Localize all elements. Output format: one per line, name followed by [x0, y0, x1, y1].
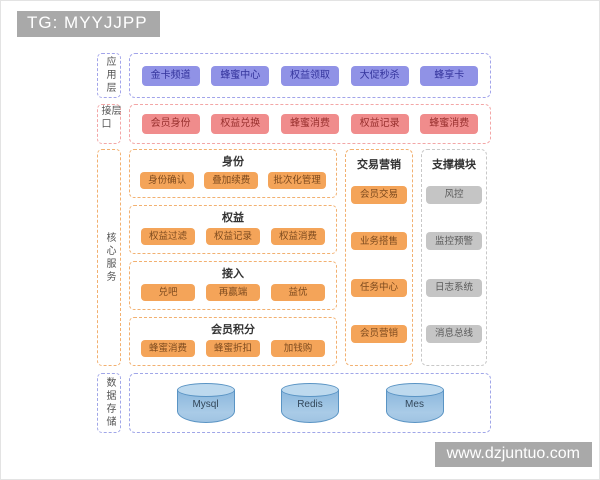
trade-item: 任务中心 [351, 278, 407, 297]
group-boxes: 身份确认 叠加续费 批次化管理 [130, 172, 336, 190]
interface-item: 会员身份 [141, 114, 200, 134]
layer-label-interface: 接口层 [97, 104, 121, 144]
core-item: 蜂蜜折扣 [206, 340, 260, 358]
group-title: 权益 [222, 211, 244, 224]
support-column: 支撑模块 风控 监控预警 日志系统 消息总线 [421, 149, 487, 366]
database-cylinder-redis: Redis [281, 383, 339, 423]
app-item: 蜂享卡 [420, 65, 479, 86]
app-layer-container: 金卡频道 蜂蜜中心 权益领取 大促秒杀 蜂享卡 [129, 53, 491, 98]
watermark-top: TG: MYYJJPP [17, 11, 160, 37]
core-item: 益优 [271, 284, 325, 302]
layer-core: 核心服务 身份 身份确认 叠加续费 批次化管理 权益 权益过滤 权益记录 权益消… [97, 149, 491, 366]
interface-item: 权益兑换 [211, 114, 270, 134]
core-item: 权益消费 [271, 228, 325, 246]
trade-column-title: 交易营销 [357, 159, 401, 171]
group-title: 会员积分 [211, 323, 255, 336]
support-item: 消息总线 [426, 324, 482, 343]
layer-label-storage-text: 数据存储 [104, 377, 115, 429]
core-item: 身份确认 [140, 172, 195, 190]
layer-interface: 接口层 会员身份 权益兑换 蜂蜜消费 权益记录 蜂蜜消费 [97, 104, 491, 144]
layer-app: 应用层 金卡频道 蜂蜜中心 权益领取 大促秒杀 蜂享卡 [97, 53, 491, 98]
watermark-bottom: www.dzjuntuo.com [434, 442, 592, 467]
support-item: 日志系统 [426, 278, 482, 297]
database-label: Redis [297, 399, 323, 410]
database-label: Mes [405, 399, 424, 410]
core-item: 叠加续费 [204, 172, 259, 190]
trade-item: 会员营销 [351, 324, 407, 343]
database-label: Mysql [192, 399, 219, 410]
core-left-column: 身份 身份确认 叠加续费 批次化管理 权益 权益过滤 权益记录 权益消费 接入 … [129, 149, 337, 366]
app-item: 金卡频道 [141, 65, 200, 86]
layer-storage: 数据存储 Mysql Redis Mes [97, 373, 491, 433]
cylinder-top [281, 383, 339, 397]
support-item: 风控 [426, 186, 482, 205]
layer-label-app: 应用层 [97, 53, 121, 98]
group-title: 身份 [222, 155, 244, 168]
interface-layer-container: 会员身份 权益兑换 蜂蜜消费 权益记录 蜂蜜消费 [129, 104, 491, 144]
core-area: 身份 身份确认 叠加续费 批次化管理 权益 权益过滤 权益记录 权益消费 接入 … [129, 149, 491, 366]
core-group-identity: 身份 身份确认 叠加续费 批次化管理 [129, 149, 337, 198]
database-cylinder-mes: Mes [385, 383, 444, 423]
interface-item: 蜂蜜消费 [280, 114, 339, 134]
core-item: 蜂蜜消费 [141, 340, 195, 358]
layer-label-storage: 数据存储 [97, 373, 121, 433]
core-item: 兑吧 [141, 284, 195, 302]
layer-label-interface-text: 接口层 [99, 105, 120, 131]
support-column-title: 支撑模块 [432, 159, 476, 171]
core-item: 权益过滤 [141, 228, 195, 246]
database-cylinder-mysql: Mysql [176, 383, 235, 423]
core-group-points: 会员积分 蜂蜜消费 蜂蜜折扣 加钱购 [129, 317, 337, 366]
core-item: 批次化管理 [268, 172, 326, 190]
core-trade-column: 交易营销 会员交易 业务搭售 任务中心 会员营销 [345, 149, 413, 366]
app-item: 大促秒杀 [350, 65, 409, 86]
trade-item: 会员交易 [351, 186, 407, 205]
core-item: 权益记录 [206, 228, 260, 246]
group-boxes: 蜂蜜消费 蜂蜜折扣 加钱购 [130, 340, 336, 358]
cylinder-top [176, 383, 235, 397]
layer-label-core-text: 核心服务 [104, 231, 115, 284]
interface-item: 蜂蜜消费 [420, 114, 479, 134]
layer-label-core: 核心服务 [97, 149, 121, 366]
support-item: 监控预警 [426, 232, 482, 251]
core-group-access: 接入 兑吧 再赢端 益优 [129, 261, 337, 310]
group-title: 接入 [222, 267, 244, 280]
trade-column-boxes: 会员交易 业务搭售 任务中心 会员营销 [350, 172, 408, 357]
group-boxes: 兑吧 再赢端 益优 [130, 284, 336, 302]
storage-layer-container: Mysql Redis Mes [129, 373, 491, 433]
cylinder-top [385, 383, 444, 397]
layer-label-app-text: 应用层 [104, 56, 115, 95]
core-item: 再赢端 [206, 284, 260, 302]
core-item: 加钱购 [271, 340, 325, 358]
app-item: 权益领取 [280, 65, 339, 86]
group-boxes: 权益过滤 权益记录 权益消费 [130, 228, 336, 246]
trade-item: 业务搭售 [351, 232, 407, 251]
support-column-boxes: 风控 监控预警 日志系统 消息总线 [426, 172, 482, 357]
app-item: 蜂蜜中心 [211, 65, 270, 86]
interface-item: 权益记录 [350, 114, 409, 134]
core-group-rights: 权益 权益过滤 权益记录 权益消费 [129, 205, 337, 254]
